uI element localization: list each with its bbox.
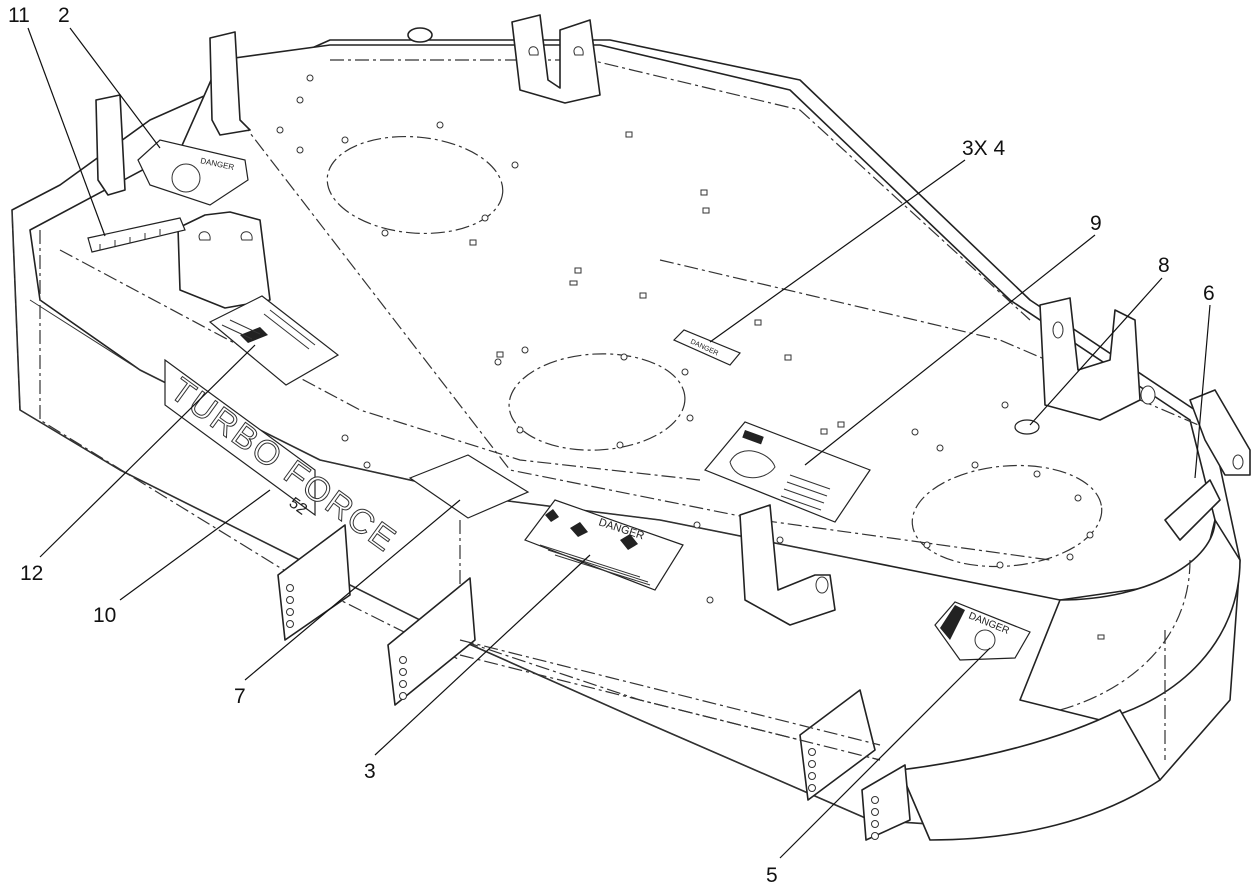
leader-lines — [27, 27, 1211, 859]
leader-10 — [119, 489, 271, 601]
baffle-right — [1164, 479, 1221, 541]
callout-10: 10 — [93, 604, 116, 627]
decal-service-belt-routing — [704, 421, 871, 523]
deck-body — [11, 39, 1241, 841]
mounting-brackets — [95, 14, 1251, 841]
callout-3: 3 — [364, 760, 376, 783]
hanger-center-front — [387, 577, 476, 706]
leader-8 — [1029, 277, 1163, 426]
deck-holes — [276, 74, 1105, 640]
blade-opening-center — [508, 353, 686, 451]
callout-6: 6 — [1203, 282, 1215, 305]
callout-3x4: 3X 4 — [962, 137, 1006, 160]
leader-9 — [804, 234, 1096, 466]
deck-brand-plate — [164, 358, 316, 517]
decal-round-plug — [1014, 419, 1040, 435]
blade-openings — [326, 135, 1103, 568]
decal-danger-upper-left — [137, 139, 249, 206]
leader-12 — [39, 344, 256, 558]
leader-6 — [1194, 304, 1211, 479]
hanger-left-front — [277, 524, 351, 641]
callout-labels: 11 2 3X 4 9 8 6 12 10 7 3 5 — [8, 4, 1215, 887]
leader-5 — [779, 647, 991, 859]
front-roller-tube — [459, 639, 881, 761]
bracket-left-center — [177, 211, 271, 309]
decal-danger-strip — [672, 329, 741, 366]
callout-8: 8 — [1158, 254, 1170, 277]
bracket-left-tall — [209, 31, 251, 136]
spindle-cap — [407, 27, 433, 43]
bracket-right-end — [1189, 389, 1251, 476]
decal-warning-panel — [208, 295, 340, 386]
bracket-right-upper — [1039, 297, 1141, 421]
callout-9: 9 — [1090, 212, 1102, 235]
blade-opening-right — [911, 464, 1103, 568]
bracket-top-center — [511, 14, 601, 104]
callout-12: 12 — [20, 562, 43, 585]
leader-3x4 — [709, 159, 966, 343]
hanger-right-front — [799, 689, 876, 801]
leader-7 — [244, 499, 461, 681]
callout-2: 2 — [58, 4, 70, 27]
leader-3 — [374, 554, 591, 756]
callout-7: 7 — [234, 685, 246, 708]
leader-2 — [69, 27, 161, 149]
decal-height-scale — [87, 217, 186, 253]
decal-blank-plate — [408, 454, 530, 519]
callout-11: 11 — [8, 4, 30, 27]
bracket-right-center — [739, 504, 836, 626]
leader-11 — [27, 27, 106, 237]
callout-5: 5 — [766, 864, 778, 887]
bracket-left-upper — [95, 94, 126, 196]
blade-opening-left — [326, 135, 504, 235]
